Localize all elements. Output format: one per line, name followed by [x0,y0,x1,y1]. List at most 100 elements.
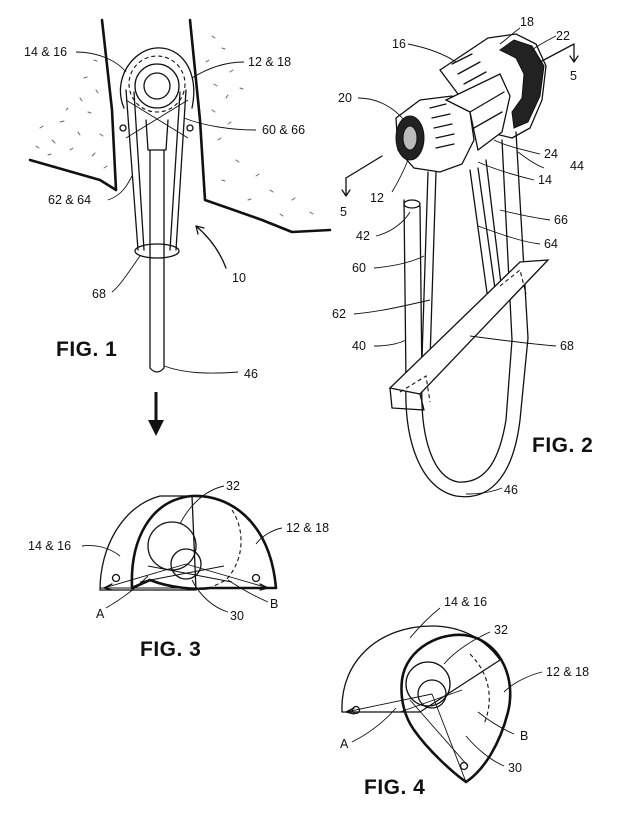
fig2-trigger-bar-68 [388,259,550,395]
fig1-rivet-right [186,124,194,132]
fig3-label-30: 30 [230,609,244,623]
fig2-stem-leg-front [403,199,423,385]
fig3-circle-32 [147,521,197,571]
fig1-axle-circle [143,72,171,100]
fig1-leader-60-66 [183,117,257,131]
rock-texture-right [205,35,314,217]
fig2-label-5-left: 5 [340,205,347,219]
fig4-title: FIG. 4 [364,776,425,799]
fig2-label-46: 46 [504,483,518,497]
fig3-leader-32 [179,485,225,525]
fig2-leader-22 [531,35,557,51]
crevice-right-wall [188,18,332,234]
fig4-line-c [409,699,469,767]
fig1-stem [149,149,165,373]
fig2-leader-12 [391,159,409,193]
fig2-label-64: 64 [544,237,558,251]
fig4-leader-12-18 [503,671,543,693]
fig2-leader-16 [407,43,457,63]
down-arrow-icon [148,392,164,436]
fig2-label-42: 42 [356,229,370,243]
fig1-label-14-16: 14 & 16 [24,45,67,59]
fig2-label-16: 16 [392,37,406,51]
fig1-rivet-left [119,124,127,132]
fig4-leader-30 [465,735,505,767]
fig2-wire-64 [469,169,489,301]
fig4-label-b: B [520,729,528,743]
fig2-front-cam-hub [402,125,418,151]
fig2-leader-14 [477,161,535,181]
fig1-cross-wire-2 [125,99,189,139]
fig4-axle-30 [417,679,447,709]
fig2-label-5-top: 5 [570,69,577,83]
fig2-leader-18 [499,27,521,45]
figure-3: 32 14 & 16 12 & 18 A B 30 FIG. 3 [28,479,329,661]
fig2-leader-66 [499,209,551,221]
fig2-label-44: 44 [570,159,584,173]
figure-1: 14 & 16 12 & 18 60 & 66 62 & 64 10 68 46… [24,18,332,381]
fig3-cam-14-16 [99,495,197,591]
fig1-leader-46 [163,365,239,374]
fig3-label-b: B [270,597,278,611]
fig1-stem-top [145,119,169,151]
fig2-wire-60 [421,171,429,359]
fig1-leader-62-64 [107,175,133,201]
fig1-arrowhead-10 [195,225,205,235]
fig4-label-14-16: 14 & 16 [444,595,487,609]
fig2-trigger-bar-hidden [399,269,527,403]
fig1-cam-circle-outer [134,63,180,109]
fig2-label-18: 18 [520,15,534,29]
fig3-arrow-b [259,583,269,591]
fig3-leader-12-18 [255,527,283,545]
fig2-label-40: 40 [352,339,366,353]
fig4-hidden-edge [469,653,490,725]
fig2-wire-62 [429,171,437,361]
fig1-trigger-bar [134,243,180,259]
fig2-rear-cam-ribs [451,53,493,95]
fig3-leader-30 [191,579,229,613]
fig2-label-22: 22 [556,29,570,43]
fig2-title: FIG. 2 [532,434,593,457]
fig2-label-12: 12 [370,191,384,205]
fig1-leader-12-18 [191,61,245,79]
fig4-circle-32 [405,661,451,707]
fig1-label-10: 10 [232,271,246,285]
rock-texture-left [35,59,108,169]
fig1-trigger-wire-right-2 [169,91,181,251]
fig1-label-46: 46 [244,367,258,381]
fig1-trigger-wire-left-1 [125,89,139,251]
fig4-label-a: A [340,737,349,751]
fig4-leader-a [351,707,397,743]
fig3-leader-a [105,575,149,609]
fig4-cam-14-16 [341,625,501,713]
fig1-trigger-wire-left-2 [133,91,145,251]
fig1-label-60-66: 60 & 66 [262,123,305,137]
fig1-leader-68 [111,255,141,293]
fig2-leader-20 [357,97,405,121]
fig2-rear-cam-teeth [499,39,545,129]
fig3-label-32: 32 [226,479,240,493]
fig2-label-24: 24 [544,147,558,161]
fig4-label-30: 30 [508,761,522,775]
fig1-trigger-wire-right-1 [175,89,187,251]
fig3-label-12-18: 12 & 18 [286,521,329,535]
fig2-wire-66 [477,167,497,297]
fig3-line-c [147,565,233,583]
fig2-front-cam-ribs [429,103,455,149]
fig2-leader-46 [465,487,503,495]
fig2-leader-68 [469,335,557,347]
fig3-title: FIG. 3 [140,638,201,661]
fig1-label-62-64: 62 & 64 [48,193,91,207]
fig2-label-68: 68 [560,339,574,353]
fig1-title: FIG. 1 [56,338,117,361]
fig1-hidden-circle [128,55,186,113]
fig2-stem-cap-front [403,199,421,209]
crevice-left-wall [28,18,118,192]
fig1-leader-14-16 [75,51,127,73]
fig2-leader-60 [373,255,425,269]
fig2-trigger-bar-edge [389,387,425,411]
fig3-line-a [103,563,187,589]
fig3-line-b [185,563,269,589]
fig3-axle-30 [170,548,202,580]
